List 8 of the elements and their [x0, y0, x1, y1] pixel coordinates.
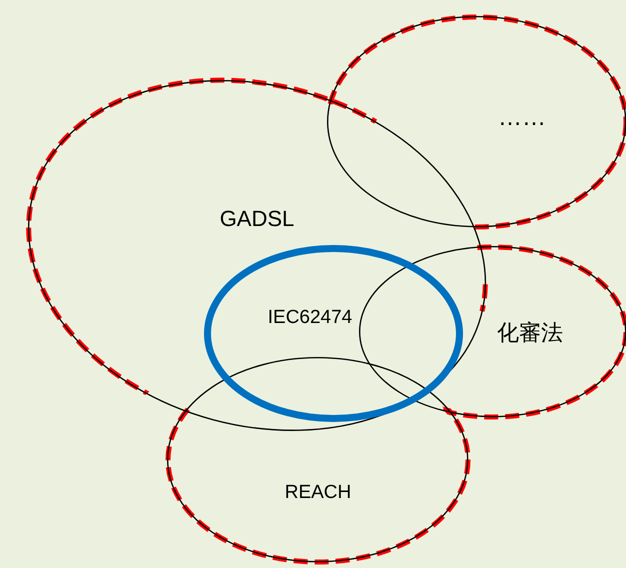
set-label: GADSL: [220, 206, 294, 232]
set-label: REACH: [284, 482, 352, 504]
set-label: ……: [498, 104, 546, 132]
set-ellipse: [204, 244, 462, 422]
set-ellipse: [28, 80, 486, 430]
set-ellipse: [167, 357, 469, 563]
set-label: IEC62474: [268, 307, 352, 329]
set-label: 化審法: [496, 318, 563, 347]
